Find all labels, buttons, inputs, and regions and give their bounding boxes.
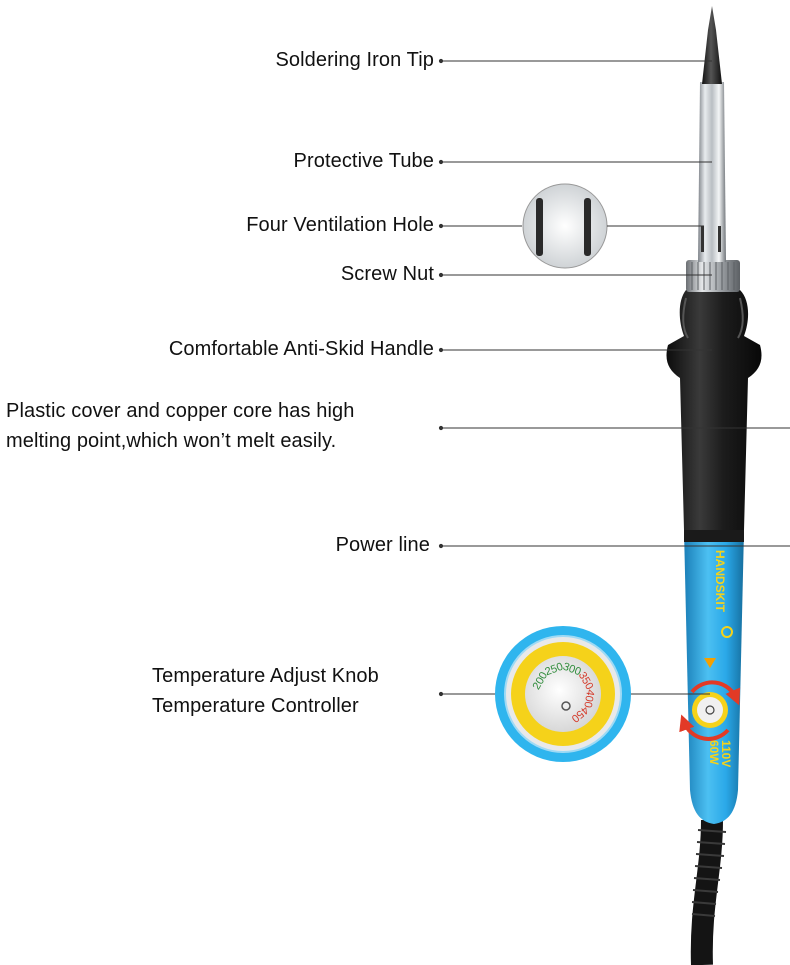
black-handle: [666, 290, 762, 530]
dial-mark-250: 250: [543, 661, 564, 679]
label-plastic-cover-line1: Plastic cover and copper core has high: [6, 400, 355, 422]
blue-body: HANDSKIT 110V 60W: [684, 528, 744, 824]
label-temperature-knob: Temperature Adjust Knob Temperature Cont…: [152, 661, 452, 721]
ventilation-zoom: [522, 183, 608, 269]
screw-nut: [686, 260, 740, 292]
knob-on-body: [679, 680, 741, 741]
soldering-tip: [702, 6, 722, 84]
label-soldering-iron-tip: Soldering Iron Tip: [275, 49, 434, 71]
power-cable: [690, 819, 727, 965]
label-power-line: Power line: [335, 534, 430, 556]
wattage-print: 60W: [707, 740, 721, 765]
brand-print: HANDSKIT: [713, 550, 727, 613]
rotate-arrow-top-icon: [690, 680, 741, 706]
label-protective-tube: Protective Tube: [293, 150, 434, 172]
dial-mark-400: 400: [581, 688, 596, 708]
voltage-print: 110V: [719, 740, 733, 767]
label-anti-skid-handle: Comfortable Anti-Skid Handle: [168, 338, 434, 360]
label-temperature-controller: Temperature Controller: [152, 695, 359, 717]
label-temperature-adjust-knob: Temperature Adjust Knob: [152, 665, 379, 687]
dial-center-icon: [561, 701, 571, 711]
leader-lines: [438, 58, 790, 697]
label-plastic-cover-line2: melting point,which won’t melt easily.: [6, 430, 337, 452]
pointer-triangle-icon: [704, 658, 716, 668]
label-plastic-cover: Plastic cover and copper core has high m…: [6, 396, 446, 456]
brand-logo-icon: [721, 626, 733, 638]
dial-mark-300: 300: [561, 661, 582, 679]
rotate-arrow-bottom-icon: [679, 714, 730, 741]
label-screw-nut: Screw Nut: [340, 263, 434, 285]
label-four-ventilation-hole: Four Ventilation Hole: [246, 214, 434, 236]
protective-tube: [698, 82, 726, 262]
